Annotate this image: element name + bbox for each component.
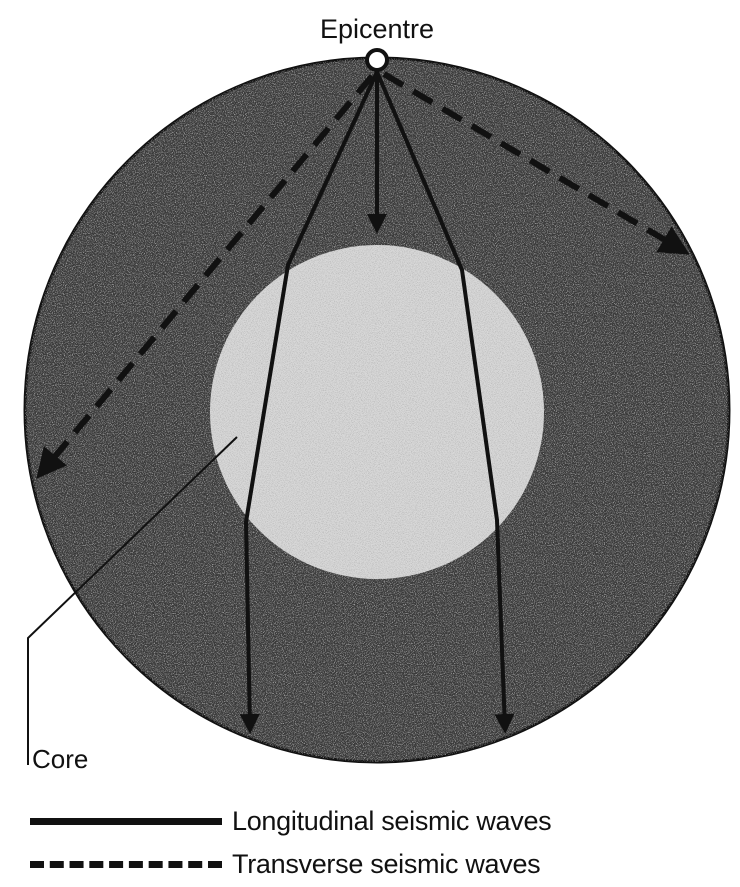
dashed-line-key	[30, 861, 222, 868]
legend-longitudinal: Longitudinal seismic waves	[30, 806, 551, 837]
legend-transverse-label: Transverse seismic waves	[232, 849, 540, 880]
legend-transverse: Transverse seismic waves	[30, 849, 540, 880]
epicentre-marker	[367, 50, 387, 70]
solid-line-key	[30, 818, 222, 825]
earth-seismic-diagram: Epicentre Core	[0, 0, 740, 800]
epicentre-label: Epicentre	[320, 14, 434, 44]
legend-longitudinal-label: Longitudinal seismic waves	[232, 806, 551, 837]
core-label: Core	[32, 744, 88, 774]
